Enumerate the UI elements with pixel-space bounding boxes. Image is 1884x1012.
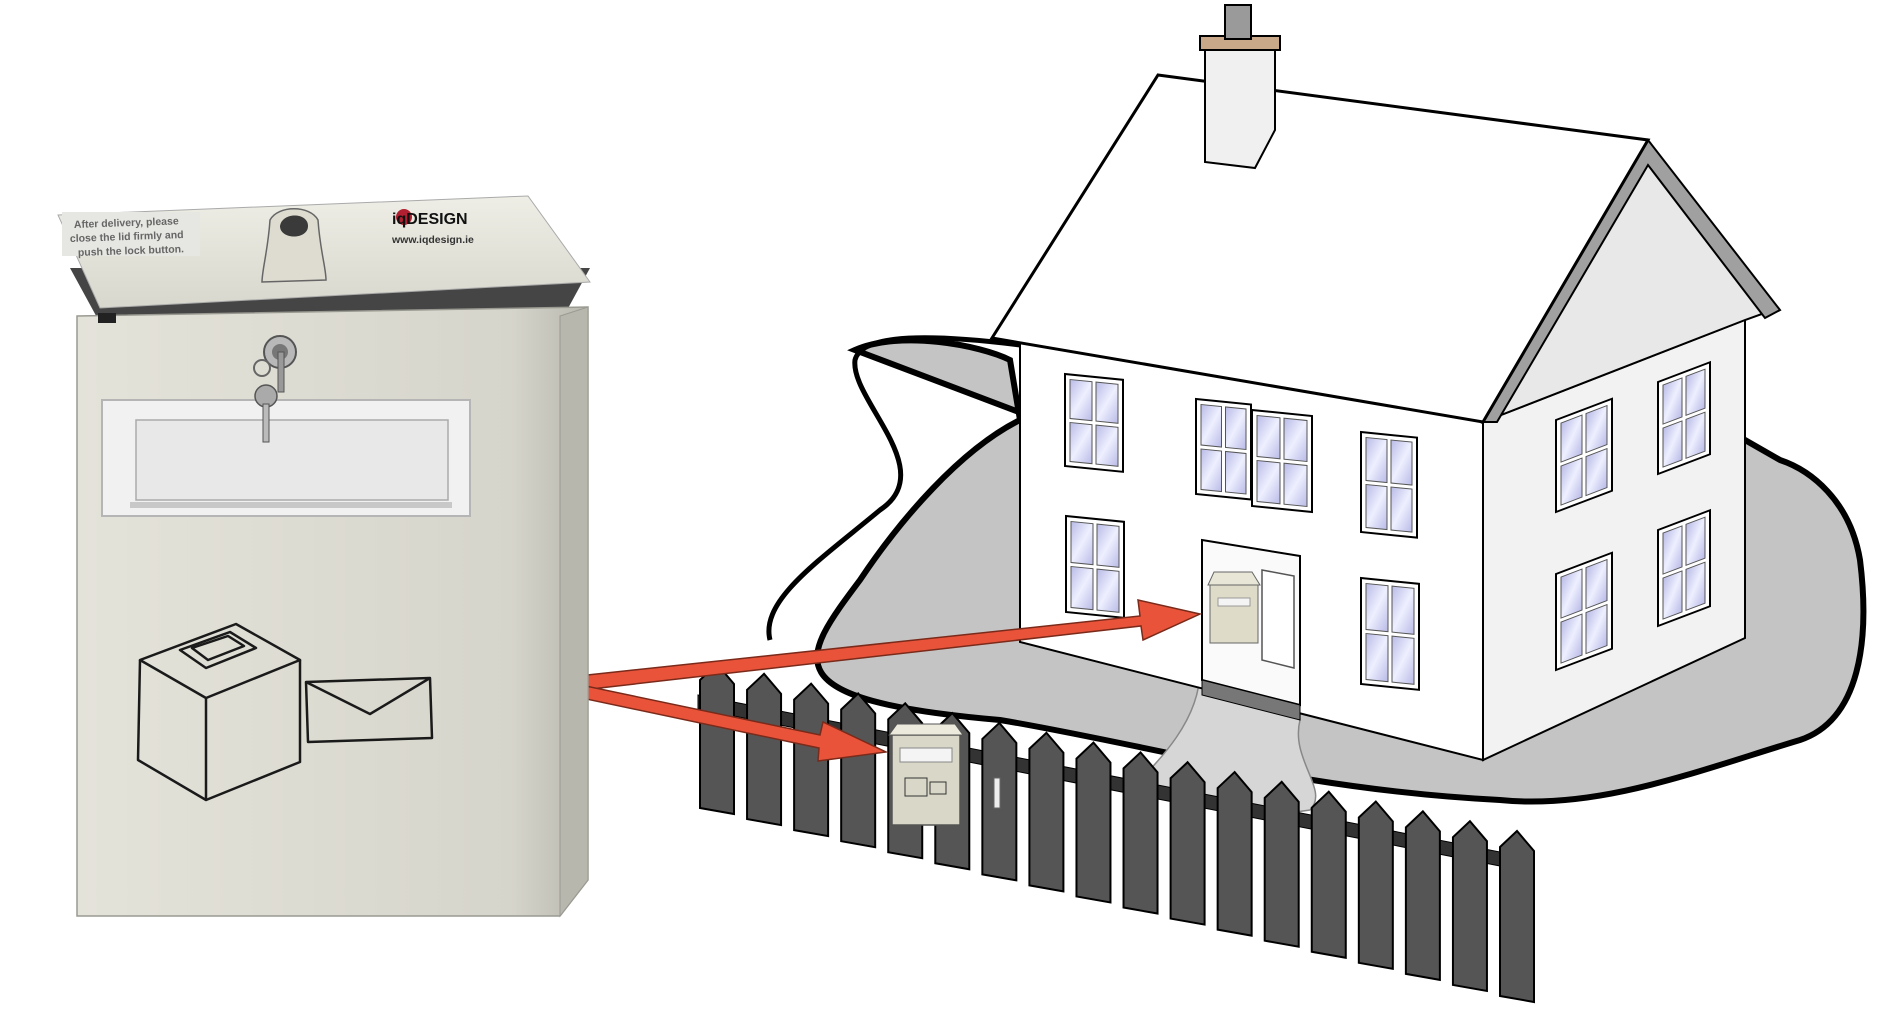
arrow-to-fence-mailbox [571,683,889,762]
fence-picket [1169,760,1206,926]
house-window [1195,397,1252,501]
mailbox-body [76,306,589,917]
lock-button [98,313,116,323]
fence-picket [1028,731,1065,893]
fence-picket [840,692,877,849]
mailbox-product: After delivery, please close the lid fir… [57,195,591,918]
door-step [1201,679,1301,721]
fence-picket [1216,770,1253,937]
fence-picket [1122,750,1159,915]
house-window [1657,508,1711,628]
fence-picket [1357,800,1394,971]
arrow-to-house-mailbox [577,599,1203,691]
fence-picket [793,682,830,838]
mailbox-body-side [559,306,589,918]
house-window [1657,360,1711,476]
fence-gate-latch [993,777,1001,809]
lid-hasp [261,208,327,283]
parcel-box-icon [136,622,302,802]
instruction-line-1: After delivery, please [74,215,179,231]
brand-logo: iqDESIGN [392,209,468,228]
chimney [1204,44,1276,170]
house-window [1251,408,1313,514]
instruction-sticker [62,212,200,256]
fence-picket [746,672,783,827]
arrows [571,599,1203,762]
brand-website: www.iqdesign.ie [391,234,474,246]
fence-picket [1310,790,1347,959]
house-windows [1064,360,1711,691]
chimney-pot [1224,4,1252,40]
house-window [1360,430,1418,539]
instruction-line-3: push the lock button. [78,243,185,259]
house-window [1555,397,1613,514]
fence-picket [1075,741,1112,904]
key-lock [253,335,297,443]
fence-picket [1451,819,1488,993]
mailbox-on-house-wall [1207,571,1261,644]
fence-picket [699,662,735,816]
house-roof [989,73,1651,424]
house-window [1065,514,1125,619]
instruction-line-2: close the lid firmly and [70,229,184,245]
brand-logo-text: iqDESIGN [392,211,468,228]
fence-picket [1263,780,1300,948]
letter-slot-flap [135,419,449,501]
house-window [1064,372,1124,473]
mailbox-on-fence [888,723,964,826]
ground-outline-left [766,335,1021,641]
fence-picket [1404,809,1441,982]
house-window [1360,576,1420,691]
house-window [1555,551,1613,672]
inner-door [1261,569,1295,669]
envelope-icon [304,676,434,744]
fence-picket [1499,829,1535,1004]
fence [697,662,1535,1004]
